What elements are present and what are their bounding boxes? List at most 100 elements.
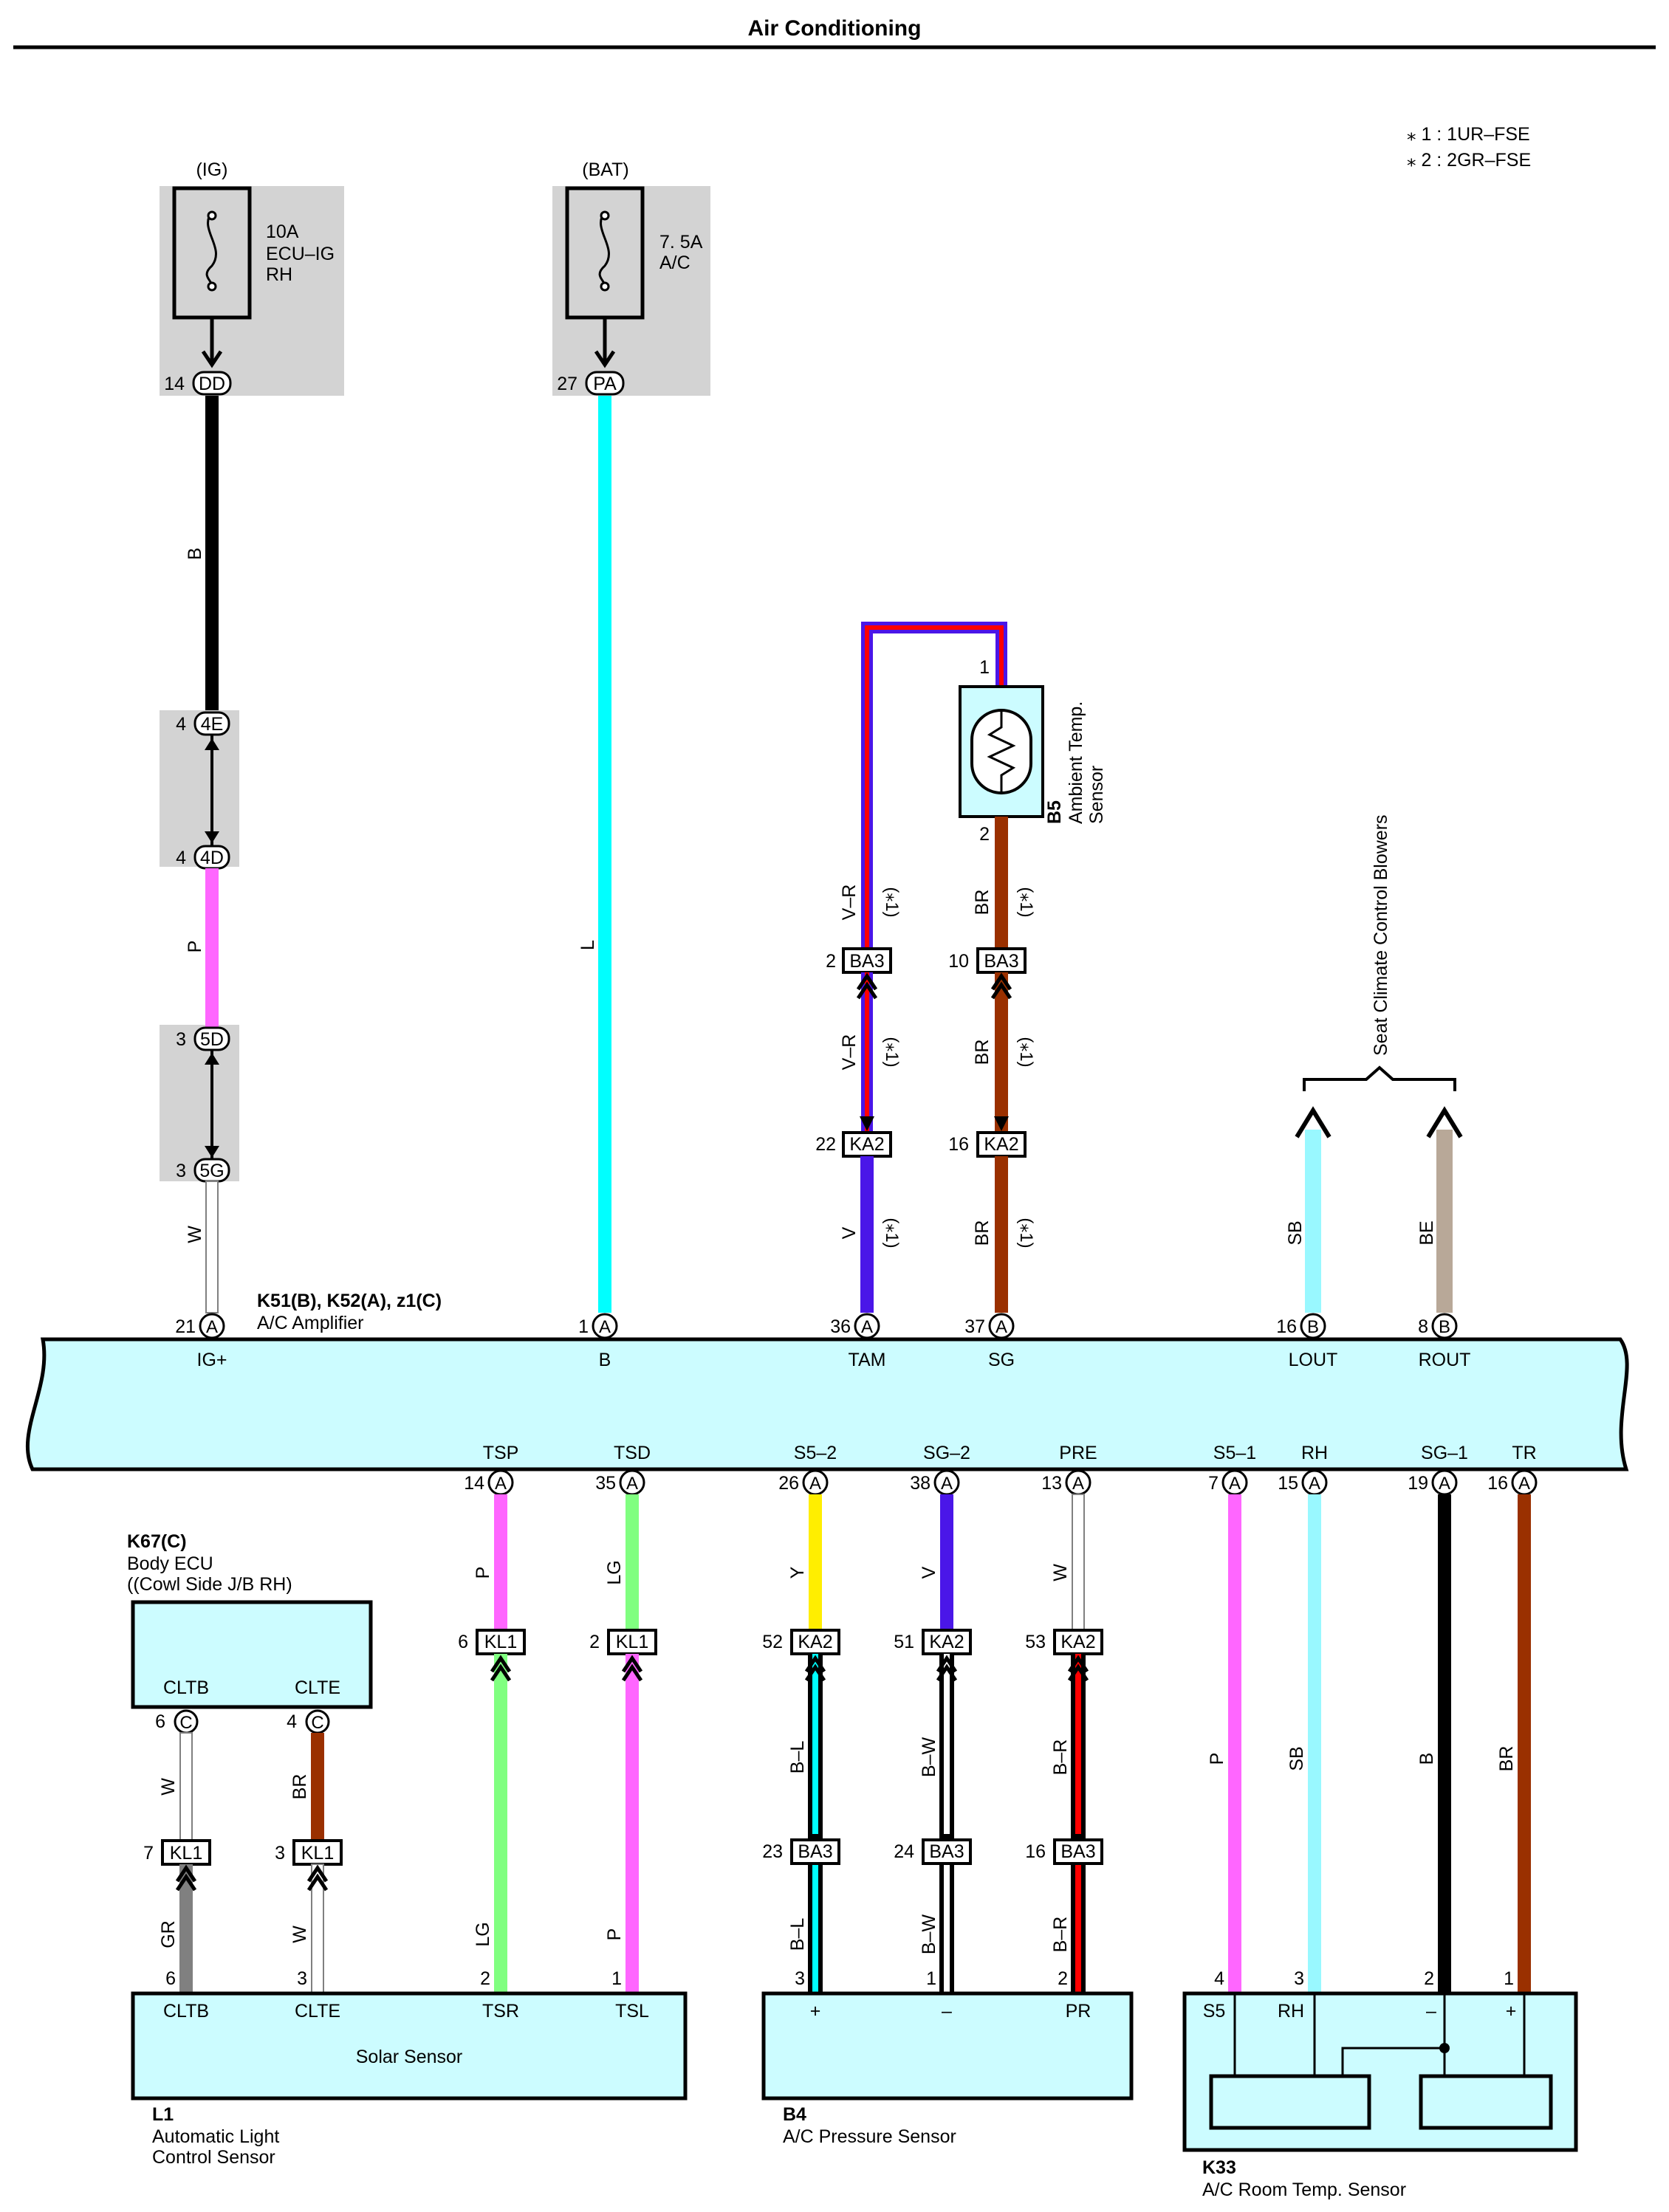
svg-text:C: C: [311, 1713, 323, 1733]
svg-text:PRE: PRE: [1059, 1443, 1097, 1463]
svg-text:K67(C): K67(C): [127, 1531, 187, 1552]
svg-text:2: 2: [979, 824, 990, 845]
svg-text:B5: B5: [1044, 800, 1065, 824]
svg-text:2: 2: [826, 951, 836, 972]
svg-text:P: P: [1207, 1753, 1227, 1765]
svg-text:BE: BE: [1416, 1220, 1437, 1245]
svg-text:1: 1: [979, 657, 990, 678]
svg-text:S5–2: S5–2: [794, 1443, 837, 1463]
svg-text:15: 15: [1278, 1473, 1298, 1494]
svg-text:KL1: KL1: [616, 1632, 648, 1652]
connector-ba3-brr: 16 BA3: [1025, 1838, 1103, 1865]
svg-text:TSP: TSP: [483, 1443, 519, 1463]
connector-ka2-pre: 53 KA2: [1025, 1629, 1103, 1655]
sensor-b4: 3 1 2 + – PR B4 A/C Pressure Sensor: [761, 1968, 1134, 2147]
svg-text:A: A: [626, 1474, 638, 1494]
svg-text:4D: 4D: [200, 848, 224, 868]
svg-text:16: 16: [1276, 1316, 1297, 1337]
svg-text:7: 7: [1208, 1473, 1219, 1494]
svg-text:53: 53: [1025, 1632, 1046, 1652]
svg-text:+: +: [1506, 2001, 1517, 2022]
svg-text:KA2: KA2: [929, 1632, 964, 1652]
note-1: ⁎ 1 : 1UR–FSE: [1407, 124, 1530, 145]
svg-text:14: 14: [464, 1473, 484, 1494]
svg-text:14: 14: [164, 374, 185, 394]
svg-text:24: 24: [894, 1841, 914, 1862]
svg-text:(⁎1): (⁎1): [1016, 887, 1036, 917]
svg-text:IG+: IG+: [197, 1350, 227, 1370]
svg-text:23: 23: [762, 1841, 783, 1862]
svg-text:BA3: BA3: [849, 951, 884, 972]
svg-text:V–R: V–R: [839, 1034, 860, 1071]
svg-text:KA2: KA2: [849, 1134, 884, 1155]
connector-kl1-tsd: 2 KL1: [589, 1629, 657, 1655]
sensor-b5: 1 2 B5 Ambient Temp. Sensor: [959, 657, 1107, 845]
sensor-k33: 4 3 2 1 S5 RH – + K33 A/C Room Temp. Sen…: [1182, 1968, 1578, 2200]
svg-text:V: V: [839, 1226, 860, 1239]
sensor-l1: 6 3 2 1 CLTB CLTE TSR TSL Solar Sensor L…: [131, 1968, 688, 2168]
svg-text:SG–2: SG–2: [923, 1443, 970, 1463]
svg-text:7: 7: [143, 1843, 154, 1864]
svg-text:3: 3: [275, 1843, 285, 1864]
svg-text:W: W: [158, 1778, 179, 1796]
svg-text:35: 35: [595, 1473, 616, 1494]
svg-text:A: A: [1439, 1474, 1450, 1494]
svg-text:5D: 5D: [200, 1029, 224, 1050]
svg-text:2: 2: [1058, 1968, 1068, 1989]
svg-text:RH: RH: [266, 264, 292, 285]
connector-ba3-vr: 2 BA3: [826, 947, 892, 974]
svg-text:BA3: BA3: [929, 1841, 964, 1862]
connector-ka2-br: 16 KA2: [948, 1131, 1027, 1158]
svg-text:(⁎1): (⁎1): [882, 1217, 902, 1248]
note-2: ⁎ 2 : 2GR–FSE: [1407, 150, 1531, 171]
svg-text:3: 3: [176, 1029, 186, 1050]
connector-ka2-s52: 52 KA2: [762, 1629, 840, 1655]
svg-text:16: 16: [948, 1134, 969, 1155]
svg-text:Sensor: Sensor: [1086, 766, 1107, 824]
svg-text:A: A: [206, 1317, 218, 1337]
svg-text:2: 2: [1424, 1968, 1434, 1989]
svg-text:V: V: [919, 1566, 939, 1579]
svg-text:B4: B4: [783, 2104, 806, 2125]
svg-text:(IG): (IG): [196, 159, 227, 180]
svg-text:A: A: [941, 1474, 953, 1494]
svg-text:3: 3: [176, 1161, 186, 1181]
svg-text:BR: BR: [972, 1220, 993, 1246]
thermistor-icon: [987, 709, 1016, 794]
svg-text:3: 3: [297, 1968, 307, 1989]
connector-kl1-cltb: 7 KL1: [143, 1839, 211, 1866]
joint-4d: 4 4D: [176, 845, 230, 870]
svg-text:P: P: [185, 941, 205, 953]
svg-text:BR: BR: [289, 1774, 310, 1800]
svg-text:((Cowl Side J/B RH): ((Cowl Side J/B RH): [127, 1574, 292, 1595]
svg-text:W: W: [289, 1926, 310, 1943]
wire-w-pre: [1072, 1494, 1085, 1631]
svg-text:CLTB: CLTB: [163, 2001, 209, 2022]
svg-text:LOUT: LOUT: [1289, 1350, 1338, 1370]
svg-text:A: A: [1229, 1474, 1241, 1494]
svg-text:Control Sensor: Control Sensor: [152, 2147, 275, 2168]
wire-w-ig: [205, 1181, 219, 1313]
svg-text:C: C: [179, 1713, 192, 1733]
svg-text:B–R: B–R: [1050, 1739, 1071, 1776]
body-ecu: K67(C) Body ECU ((Cowl Side J/B RH) CLTB…: [127, 1531, 373, 1734]
svg-text:(⁎1): (⁎1): [882, 1037, 902, 1067]
connector-kl1-clte: 3 KL1: [275, 1839, 343, 1866]
svg-text:27: 27: [557, 374, 578, 394]
svg-text:L: L: [578, 940, 598, 950]
svg-text:W: W: [185, 1226, 205, 1243]
svg-text:ECU–IG: ECU–IG: [266, 244, 335, 264]
svg-text:Body ECU: Body ECU: [127, 1553, 213, 1574]
seat-blowers-brace: [1303, 1065, 1456, 1091]
page-title: Air Conditioning: [748, 16, 922, 41]
svg-text:(BAT): (BAT): [582, 159, 628, 180]
svg-text:A: A: [809, 1474, 821, 1494]
svg-text:RH: RH: [1301, 1443, 1328, 1463]
svg-text:KL1: KL1: [301, 1843, 334, 1864]
fuse-ig: (IG) 10A ECU–IG RH 14 DD: [160, 159, 344, 396]
